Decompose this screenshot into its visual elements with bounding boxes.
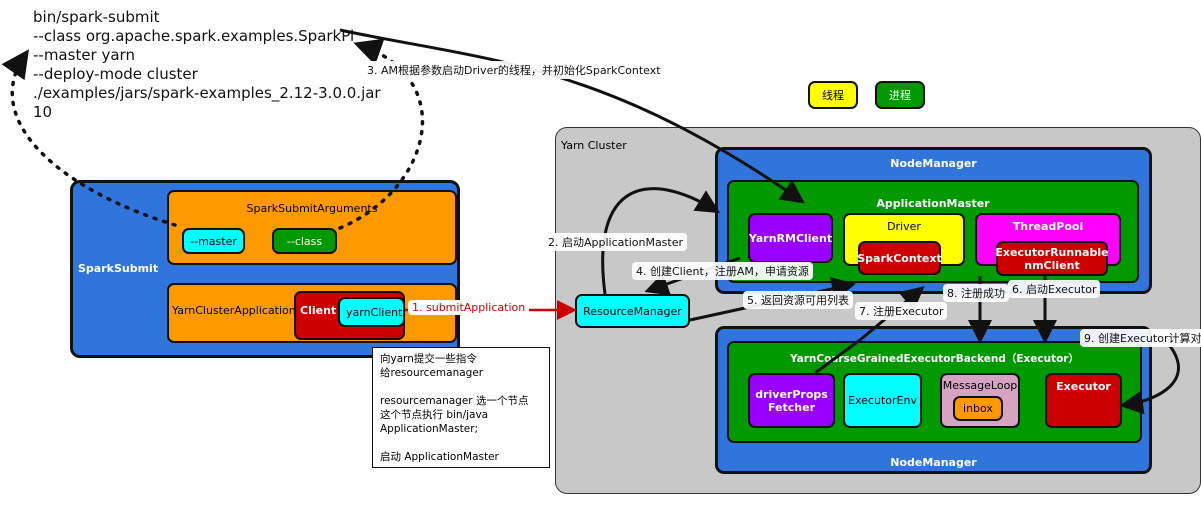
note-line: ApplicationMaster; bbox=[380, 423, 479, 435]
class-arg: --class bbox=[272, 228, 337, 254]
inbox: inbox bbox=[953, 396, 1003, 421]
driver-title: Driver bbox=[887, 220, 921, 233]
spark-context: SparkContext bbox=[857, 241, 942, 275]
note-line: resourcemanager 选一个节点 bbox=[380, 395, 529, 407]
application-master-title: ApplicationMaster bbox=[876, 197, 990, 210]
yarn-cluster-application-title: YarnClusterApplication bbox=[172, 304, 296, 317]
legend-thread: 线程 bbox=[808, 81, 858, 109]
step-3-label: 3. AM根据参数启动Driver的线程，并初始化SparkContext bbox=[363, 61, 665, 79]
driver-props-fetcher: driverPropsFetcher bbox=[748, 373, 835, 428]
executor-env: ExecutorEnv bbox=[843, 373, 922, 428]
note-box: 向yarn提交一些指令 给resourcemanager resourceman… bbox=[372, 347, 550, 468]
executor-runnable: ExecutorRunnable nmClient bbox=[995, 241, 1109, 276]
step-2-label: 2. 启动ApplicationMaster bbox=[544, 233, 688, 251]
command-line: --class org.apache.spark.examples.SparkP… bbox=[33, 27, 355, 45]
note-line: 启动 ApplicationMaster bbox=[380, 451, 499, 463]
note-line: 向yarn提交一些指令 bbox=[380, 353, 477, 365]
step-1-label: 1. submitApplication bbox=[408, 300, 530, 315]
legend-process: 进程 bbox=[875, 81, 925, 109]
step-6-label: 6. 启动Executor bbox=[1008, 280, 1101, 298]
arrow-create-executor bbox=[1119, 345, 1180, 415]
step-7-label: 7. 注册Executor bbox=[855, 302, 948, 320]
command-line: bin/spark-submit bbox=[33, 8, 160, 26]
note-line: 给resourcemanager bbox=[380, 367, 484, 379]
dotted-arrow-master bbox=[1, 49, 177, 227]
node-manager-bottom-title: NodeManager bbox=[890, 456, 977, 469]
master-arg: --master bbox=[182, 228, 245, 254]
yarn-rm-client: YarnRMClient bbox=[748, 213, 833, 263]
resource-manager: ResourceManager bbox=[575, 294, 690, 328]
command-line: --master yarn bbox=[33, 46, 135, 64]
executor-backend-title: YarnCoarseGrainedExecutorBackend（Executo… bbox=[789, 353, 1079, 365]
thread-pool-title: ThreadPool bbox=[1012, 220, 1084, 233]
message-loop-title: MessageLoop bbox=[942, 379, 1018, 392]
spark-submit-title: SparkSubmit bbox=[78, 262, 159, 275]
spark-submit-command: bin/spark-submit --class org.apache.spar… bbox=[33, 8, 381, 122]
note-line: 这个节点执行 bin/java bbox=[380, 409, 489, 421]
node-manager-top-title: NodeManager bbox=[890, 157, 977, 170]
client-title: Client bbox=[300, 304, 337, 317]
step-9-label: 9. 创建Executor计算对象 bbox=[1080, 329, 1201, 347]
command-line: --deploy-mode cluster bbox=[33, 65, 198, 83]
step-4-label: 4. 创建Client，注册AM，申请资源 bbox=[632, 262, 813, 280]
spark-submit-arguments-title: SparkSubmitArguments bbox=[246, 202, 378, 215]
arrow-start-am bbox=[601, 187, 721, 295]
command-line: ./examples/jars/spark-examples_2.12-3.0.… bbox=[33, 84, 381, 102]
command-line: 10 bbox=[33, 103, 53, 121]
arrow-am-driver bbox=[339, 28, 805, 204]
step-5-label: 5. 返回资源可用列表 bbox=[743, 291, 853, 309]
step-8-label: 8. 注册成功 bbox=[943, 284, 1009, 302]
executor-box bbox=[1045, 373, 1122, 428]
yarn-client: yarnClient bbox=[338, 297, 405, 327]
yarn-cluster-title: Yarn Cluster bbox=[561, 139, 627, 152]
executor-title: Executor bbox=[1056, 380, 1111, 393]
